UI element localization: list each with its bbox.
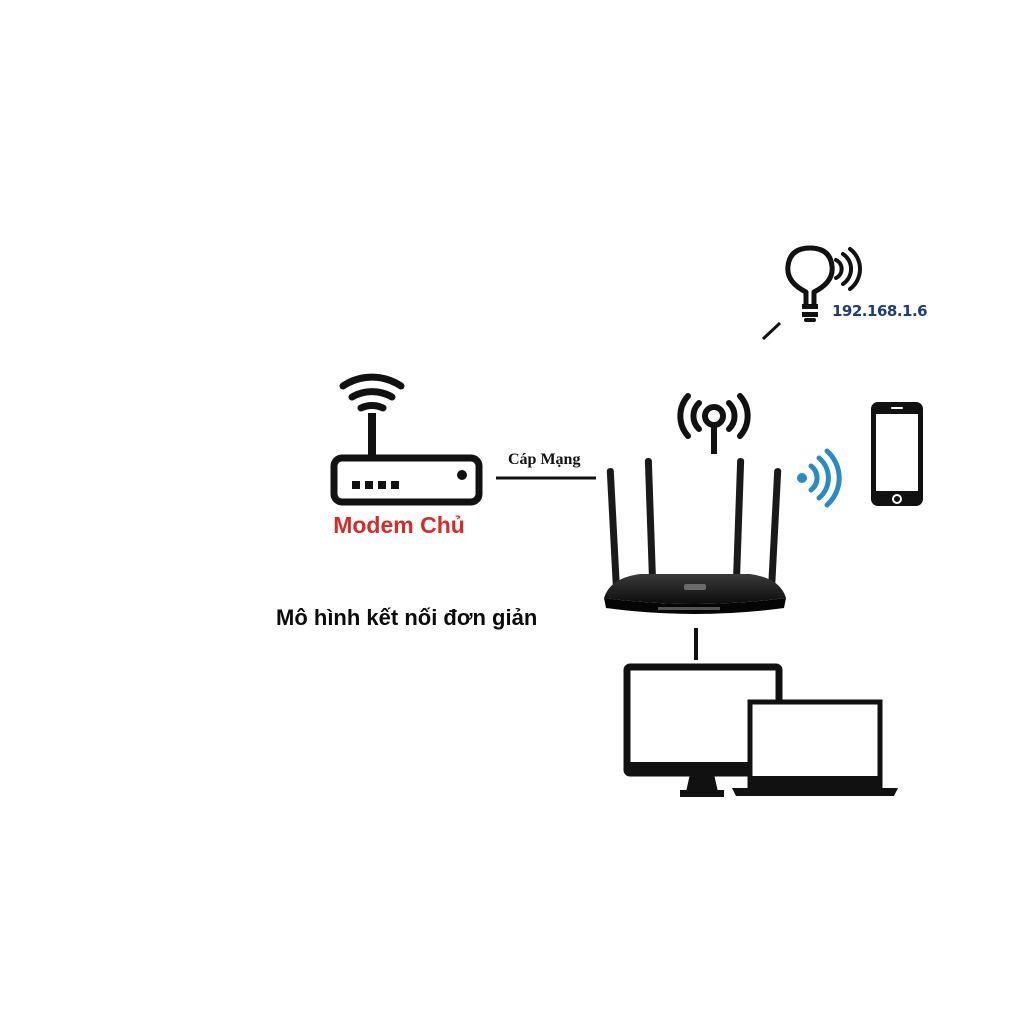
ip-address-label: 192.168.1.6 bbox=[832, 302, 927, 320]
broadcast-antenna-icon bbox=[668, 388, 760, 454]
smartphone-icon bbox=[869, 400, 925, 508]
wifi-signal-icon bbox=[793, 448, 839, 508]
lan-cable-line bbox=[693, 628, 699, 662]
diagram-caption: Mô hình kết nối đơn giản bbox=[276, 605, 537, 631]
modem-label: Modem Chủ bbox=[318, 512, 480, 539]
router-icon bbox=[600, 450, 790, 630]
cable-label: Cáp Mạng bbox=[508, 451, 580, 469]
cable-line bbox=[496, 475, 598, 481]
modem-icon bbox=[322, 370, 492, 510]
laptop-icon bbox=[730, 700, 900, 800]
bulb-connector-line bbox=[760, 320, 784, 342]
